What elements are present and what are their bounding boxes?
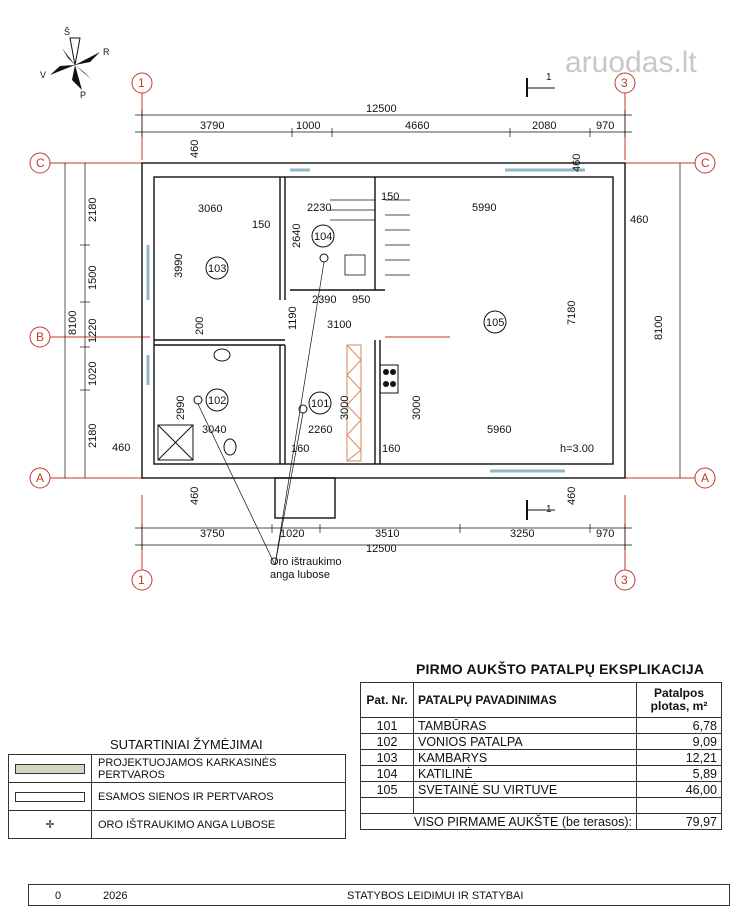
- explication-table: Pat. Nr. PATALPŲ PAVADINIMAS Patalpos pl…: [360, 682, 722, 830]
- framed-partition: [346, 344, 362, 462]
- svg-text:7180: 7180: [566, 301, 578, 325]
- svg-text:3000: 3000: [411, 396, 423, 420]
- svg-text:8100: 8100: [67, 311, 79, 335]
- room-101-label: 101: [311, 398, 329, 410]
- svg-text:160: 160: [382, 443, 400, 455]
- compass-rose: Š R P V: [40, 27, 110, 100]
- svg-text:3100: 3100: [327, 319, 351, 331]
- svg-text:970: 970: [596, 528, 614, 540]
- svg-text:1: 1: [546, 504, 552, 515]
- stairs: [330, 199, 410, 276]
- axis-3-bottom: 3: [621, 573, 628, 587]
- svg-text:3000: 3000: [339, 396, 351, 420]
- axis-c-left: C: [36, 156, 45, 170]
- legend-title: SUTARTINIAI ŽYMĖJIMAI: [110, 737, 263, 752]
- room-104-label: 104: [314, 231, 332, 243]
- compass-north: Š: [64, 27, 70, 37]
- svg-text:1190: 1190: [287, 306, 299, 330]
- svg-text:460: 460: [112, 442, 130, 454]
- axis-3-top: 3: [621, 76, 628, 90]
- svg-text:3040: 3040: [202, 424, 226, 436]
- svg-text:2230: 2230: [307, 202, 331, 214]
- room-102-label: 102: [208, 395, 226, 407]
- svg-text:150: 150: [252, 219, 270, 231]
- svg-text:150: 150: [381, 191, 399, 203]
- svg-text:460: 460: [189, 487, 201, 505]
- svg-text:1: 1: [546, 72, 552, 83]
- svg-text:5990: 5990: [472, 202, 496, 214]
- floor-plan: aruodas.lt Š R P V 1 3 1 3 C C B A A: [29, 27, 716, 591]
- svg-text:2260: 2260: [308, 424, 332, 436]
- axis-1-bottom: 1: [138, 573, 145, 587]
- svg-text:460: 460: [566, 487, 578, 505]
- svg-text:4660: 4660: [405, 120, 429, 132]
- callout-line1: Oro ištraukimo: [270, 556, 342, 568]
- svg-text:460: 460: [189, 140, 201, 158]
- svg-text:5960: 5960: [487, 424, 511, 436]
- svg-text:2390: 2390: [312, 294, 336, 306]
- room-105-label: 105: [486, 317, 504, 329]
- svg-text:200: 200: [194, 317, 206, 335]
- table-total-row: VISO PIRMAME AUKŠTE (be terasos):79,97: [360, 813, 722, 830]
- axis-markers: [29, 72, 716, 591]
- axis-1-top: 1: [138, 76, 145, 90]
- axis-a-right: A: [701, 471, 709, 485]
- compass-south: P: [80, 90, 86, 100]
- svg-text:2640: 2640: [291, 224, 303, 248]
- legend-table: PROJEKTUOJAMOS KARKASINĖS PERTVAROS ESAM…: [8, 754, 346, 839]
- section-marker-bottom: [526, 500, 555, 520]
- svg-text:3510: 3510: [375, 528, 399, 540]
- compass-west: V: [40, 70, 46, 80]
- compass-east: R: [103, 47, 110, 57]
- svg-text:1500: 1500: [87, 266, 99, 290]
- svg-text:2080: 2080: [532, 120, 556, 132]
- footer-bar: 0 2026 STATYBOS LEIDIMUI IR STATYBAI: [28, 884, 730, 906]
- room-103-label: 103: [208, 263, 226, 275]
- axis-c-right: C: [701, 156, 710, 170]
- svg-text:1220: 1220: [87, 319, 99, 343]
- svg-text:h=3.00: h=3.00: [560, 443, 594, 455]
- svg-text:3790: 3790: [200, 120, 224, 132]
- svg-text:8100: 8100: [653, 316, 665, 340]
- svg-text:970: 970: [596, 120, 614, 132]
- dim-bottom-total: 12500: [366, 543, 397, 555]
- svg-text:460: 460: [571, 154, 583, 172]
- section-marker-top: [526, 78, 555, 97]
- svg-text:2180: 2180: [87, 198, 99, 222]
- svg-text:2990: 2990: [175, 396, 187, 420]
- svg-text:3990: 3990: [173, 254, 185, 278]
- svg-text:460: 460: [630, 214, 648, 226]
- svg-text:3750: 3750: [200, 528, 224, 540]
- room-labels: [205, 224, 507, 415]
- callout-leader: [197, 261, 325, 566]
- watermark: aruodas.lt: [565, 46, 697, 79]
- bathroom-fixtures: [157, 348, 237, 461]
- windows: [146, 168, 585, 473]
- dimension-lines: [64, 110, 681, 550]
- dim-top-total: 12500: [366, 103, 397, 115]
- axis-b-left: B: [36, 330, 44, 344]
- cooktop: [379, 364, 399, 394]
- walls: [141, 162, 626, 519]
- axis-a-left: A: [36, 471, 44, 485]
- svg-text:3060: 3060: [198, 203, 222, 215]
- svg-text:2180: 2180: [87, 424, 99, 448]
- svg-text:1020: 1020: [280, 528, 304, 540]
- callout-line2: anga lubose: [270, 569, 330, 581]
- svg-text:3250: 3250: [510, 528, 534, 540]
- explication-title: PIRMO AUKŠTO PATALPŲ EKSPLIKACIJA: [416, 661, 705, 677]
- svg-text:1020: 1020: [87, 362, 99, 386]
- svg-text:950: 950: [352, 294, 370, 306]
- svg-text:1000: 1000: [296, 120, 320, 132]
